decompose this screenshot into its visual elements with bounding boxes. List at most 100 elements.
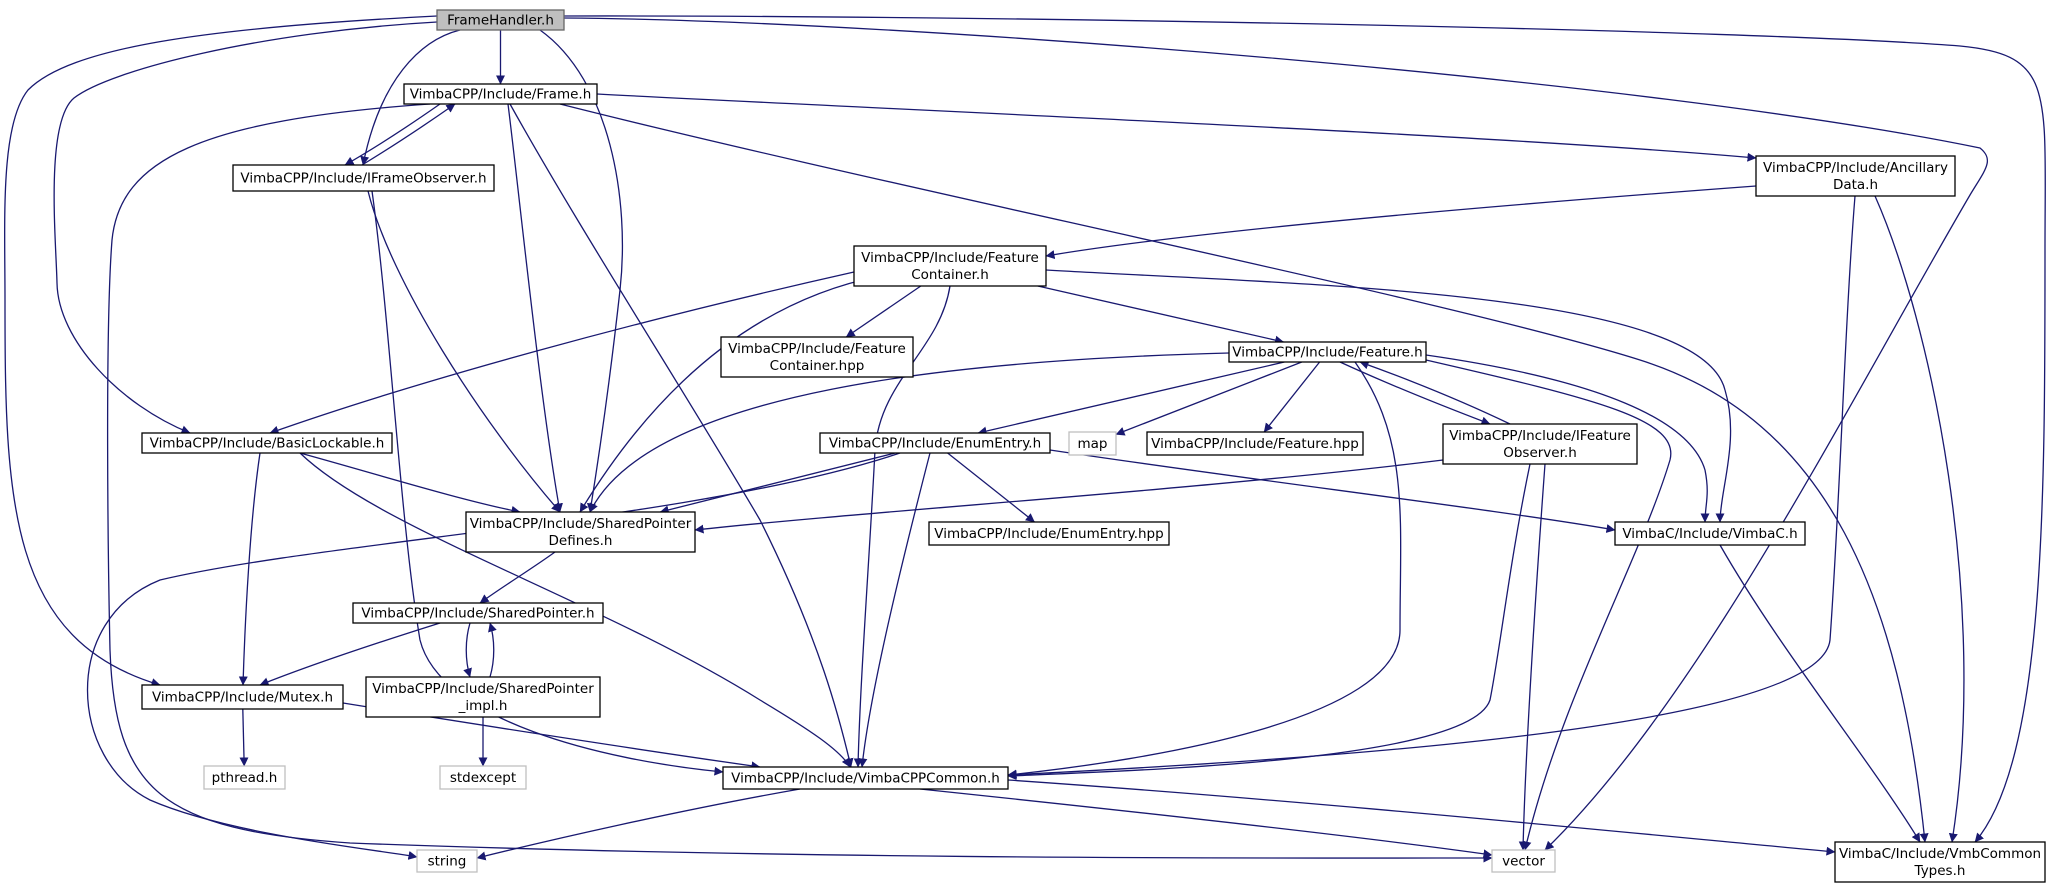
node-basiclockable[interactable]: VimbaCPP/Include/BasicLockable.h [141,432,393,454]
edge-frame-to-vmbcommontypes [559,103,1929,843]
edge-featurecontainer-to-basiclockable [269,271,855,435]
edge-spdefines-to-sharedpointer [479,551,556,604]
edge-ancillary-to-vimbacppcommon [1007,195,1856,780]
node-box-iframeobserver [232,164,495,192]
edge-basiclockable-to-vimbacppcommon [299,452,851,768]
edge-ancillary-to-vmbcommontypes [1874,195,1965,843]
node-label-spimpl-line1: VimbaCPP/Include/SharedPointer [372,681,594,697]
node-label-frame: VimbaCPP/Include/Frame.h [410,87,592,103]
node-enumentryhpp[interactable]: VimbaCPP/Include/EnumEntry.hpp [928,521,1170,546]
node-spimpl[interactable]: VimbaCPP/Include/SharedPointer_impl.h [365,676,601,718]
edge-frame-to-vector [106,103,1493,863]
node-vimbac[interactable]: VimbaC/Include/VimbaC.h [1614,521,1806,546]
node-box-featurecontainer [853,245,1047,287]
edge-enumentry-to-vimbac [1049,449,1616,533]
node-box-mutex [141,684,344,710]
node-box-stdexcept [439,765,527,790]
edge-feature-to-vimbacppcommon [1007,361,1402,779]
node-label-ifeatureobserver-line2: Observer.h [1503,445,1577,461]
node-label-framehandler: FrameHandler.h [447,13,554,29]
node-label-vmbcommontypes-line1: VimbaC/Include/VmbCommon [1839,846,2041,862]
node-box-enumentry [819,432,1051,454]
node-vector[interactable]: vector [1491,849,1556,873]
node-iframeobserver[interactable]: VimbaCPP/Include/IFrameObserver.h [232,164,495,192]
node-feature[interactable]: VimbaCPP/Include/Feature.h [1228,341,1427,363]
node-frame[interactable]: VimbaCPP/Include/Frame.h [403,83,598,105]
edge-frame-to-iframeobserver [344,103,441,166]
node-label-sharedpointer: VimbaCPP/Include/SharedPointer.h [361,606,594,622]
node-box-enumentryhpp [928,521,1170,546]
node-pthread[interactable]: pthread.h [203,765,286,790]
node-label-feature: VimbaCPP/Include/Feature.h [1232,345,1423,361]
node-label-basiclockable: VimbaCPP/Include/BasicLockable.h [150,436,385,452]
edge-featurecontainer-to-spdefines [579,275,881,513]
node-box-spdefines [465,511,696,553]
node-label-stdexcept: stdexcept [450,770,516,786]
node-label-ancillary-line1: VimbaCPP/Include/Ancillary [1763,160,1948,176]
edge-enumentry-to-spdefines [659,452,896,515]
node-box-frame [403,83,598,105]
node-map[interactable]: map [1068,431,1117,456]
edge-mutex-to-pthread [239,708,249,767]
node-enumentry[interactable]: VimbaCPP/Include/EnumEntry.h [819,432,1051,454]
edge-featurecontainer-to-featurecontainerhpp [845,285,922,338]
edge-feature-to-map [1115,361,1303,436]
node-label-vmbcommontypes-line2: Types.h [1914,863,1966,879]
edge-feature-to-featurehpp [1263,361,1321,433]
edge-framehandler-to-vector [563,17,1989,851]
node-box-vimbacppcommon [722,766,1009,790]
node-label-enumentry: VimbaCPP/Include/EnumEntry.h [829,436,1041,452]
node-featurehpp[interactable]: VimbaCPP/Include/Feature.hpp [1146,431,1364,456]
node-box-featurehpp [1146,431,1364,456]
edge-featurecontainer-to-feature [1037,285,1285,345]
node-label-spdefines-line1: VimbaCPP/Include/SharedPointer [470,516,692,532]
node-label-spimpl-line2: _impl.h [458,698,508,714]
node-label-ifeatureobserver-line1: VimbaCPP/Include/IFeature [1449,428,1631,444]
node-box-map [1068,431,1117,456]
node-vimbacppcommon[interactable]: VimbaCPP/Include/VimbaCPPCommon.h [722,766,1009,790]
node-box-vimbac [1614,521,1806,546]
node-label-string: string [428,854,467,870]
node-label-featurecontainer-line2: Container.h [911,267,989,283]
edge-basiclockable-to-mutex [238,452,261,686]
node-framehandler[interactable]: FrameHandler.h [436,9,565,31]
node-box-ancillary [1755,155,1956,197]
node-label-featurecontainerhpp-line2: Container.hpp [770,358,865,374]
node-label-pthread: pthread.h [212,770,278,786]
node-label-featurecontainer-line1: VimbaCPP/Include/Feature [861,250,1039,266]
edges-layer [4,15,2046,863]
node-label-map: map [1078,436,1108,452]
edge-ancillary-to-featurecontainer [1045,185,1757,260]
node-stdexcept[interactable]: stdexcept [439,765,527,790]
node-box-string [416,849,478,873]
node-sharedpointer[interactable]: VimbaCPP/Include/SharedPointer.h [352,602,604,624]
node-label-iframeobserver: VimbaCPP/Include/IFrameObserver.h [240,171,486,187]
edge-ifeatureobserver-to-vector [1518,463,1546,851]
node-label-featurecontainerhpp-line1: VimbaCPP/Include/Feature [728,341,906,357]
node-label-ancillary-line2: Data.h [1833,177,1878,193]
edge-vimbac-to-vmbcommontypes [1719,544,1921,843]
edge-frame-to-spdefines [507,103,563,513]
edge-feature-to-vimbac [1425,354,1710,523]
edge-featurecontainer-to-vimbac [1045,269,1732,523]
edge-enumentry-to-vimbacppcommon [858,452,931,768]
edge-iframeobserver-to-vimbacppcommon [371,190,724,776]
edge-sharedpointer-to-mutex [259,622,441,687]
edge-ifeatureobserver-to-feature [1359,360,1511,425]
node-box-ifeatureobserver [1442,423,1638,465]
node-box-vmbcommontypes [1834,841,2046,883]
node-string[interactable]: string [416,849,478,873]
edge-vimbacppcommon-to-string [476,788,801,861]
node-label-spdefines-line2: Defines.h [549,533,613,549]
edge-enumentry-to-enumentryhpp [947,452,1035,523]
node-label-vector: vector [1502,854,1545,870]
node-box-basiclockable [141,432,393,454]
edge-feature-to-ifeatureobserver [1339,361,1491,426]
node-mutex[interactable]: VimbaCPP/Include/Mutex.h [141,684,344,710]
